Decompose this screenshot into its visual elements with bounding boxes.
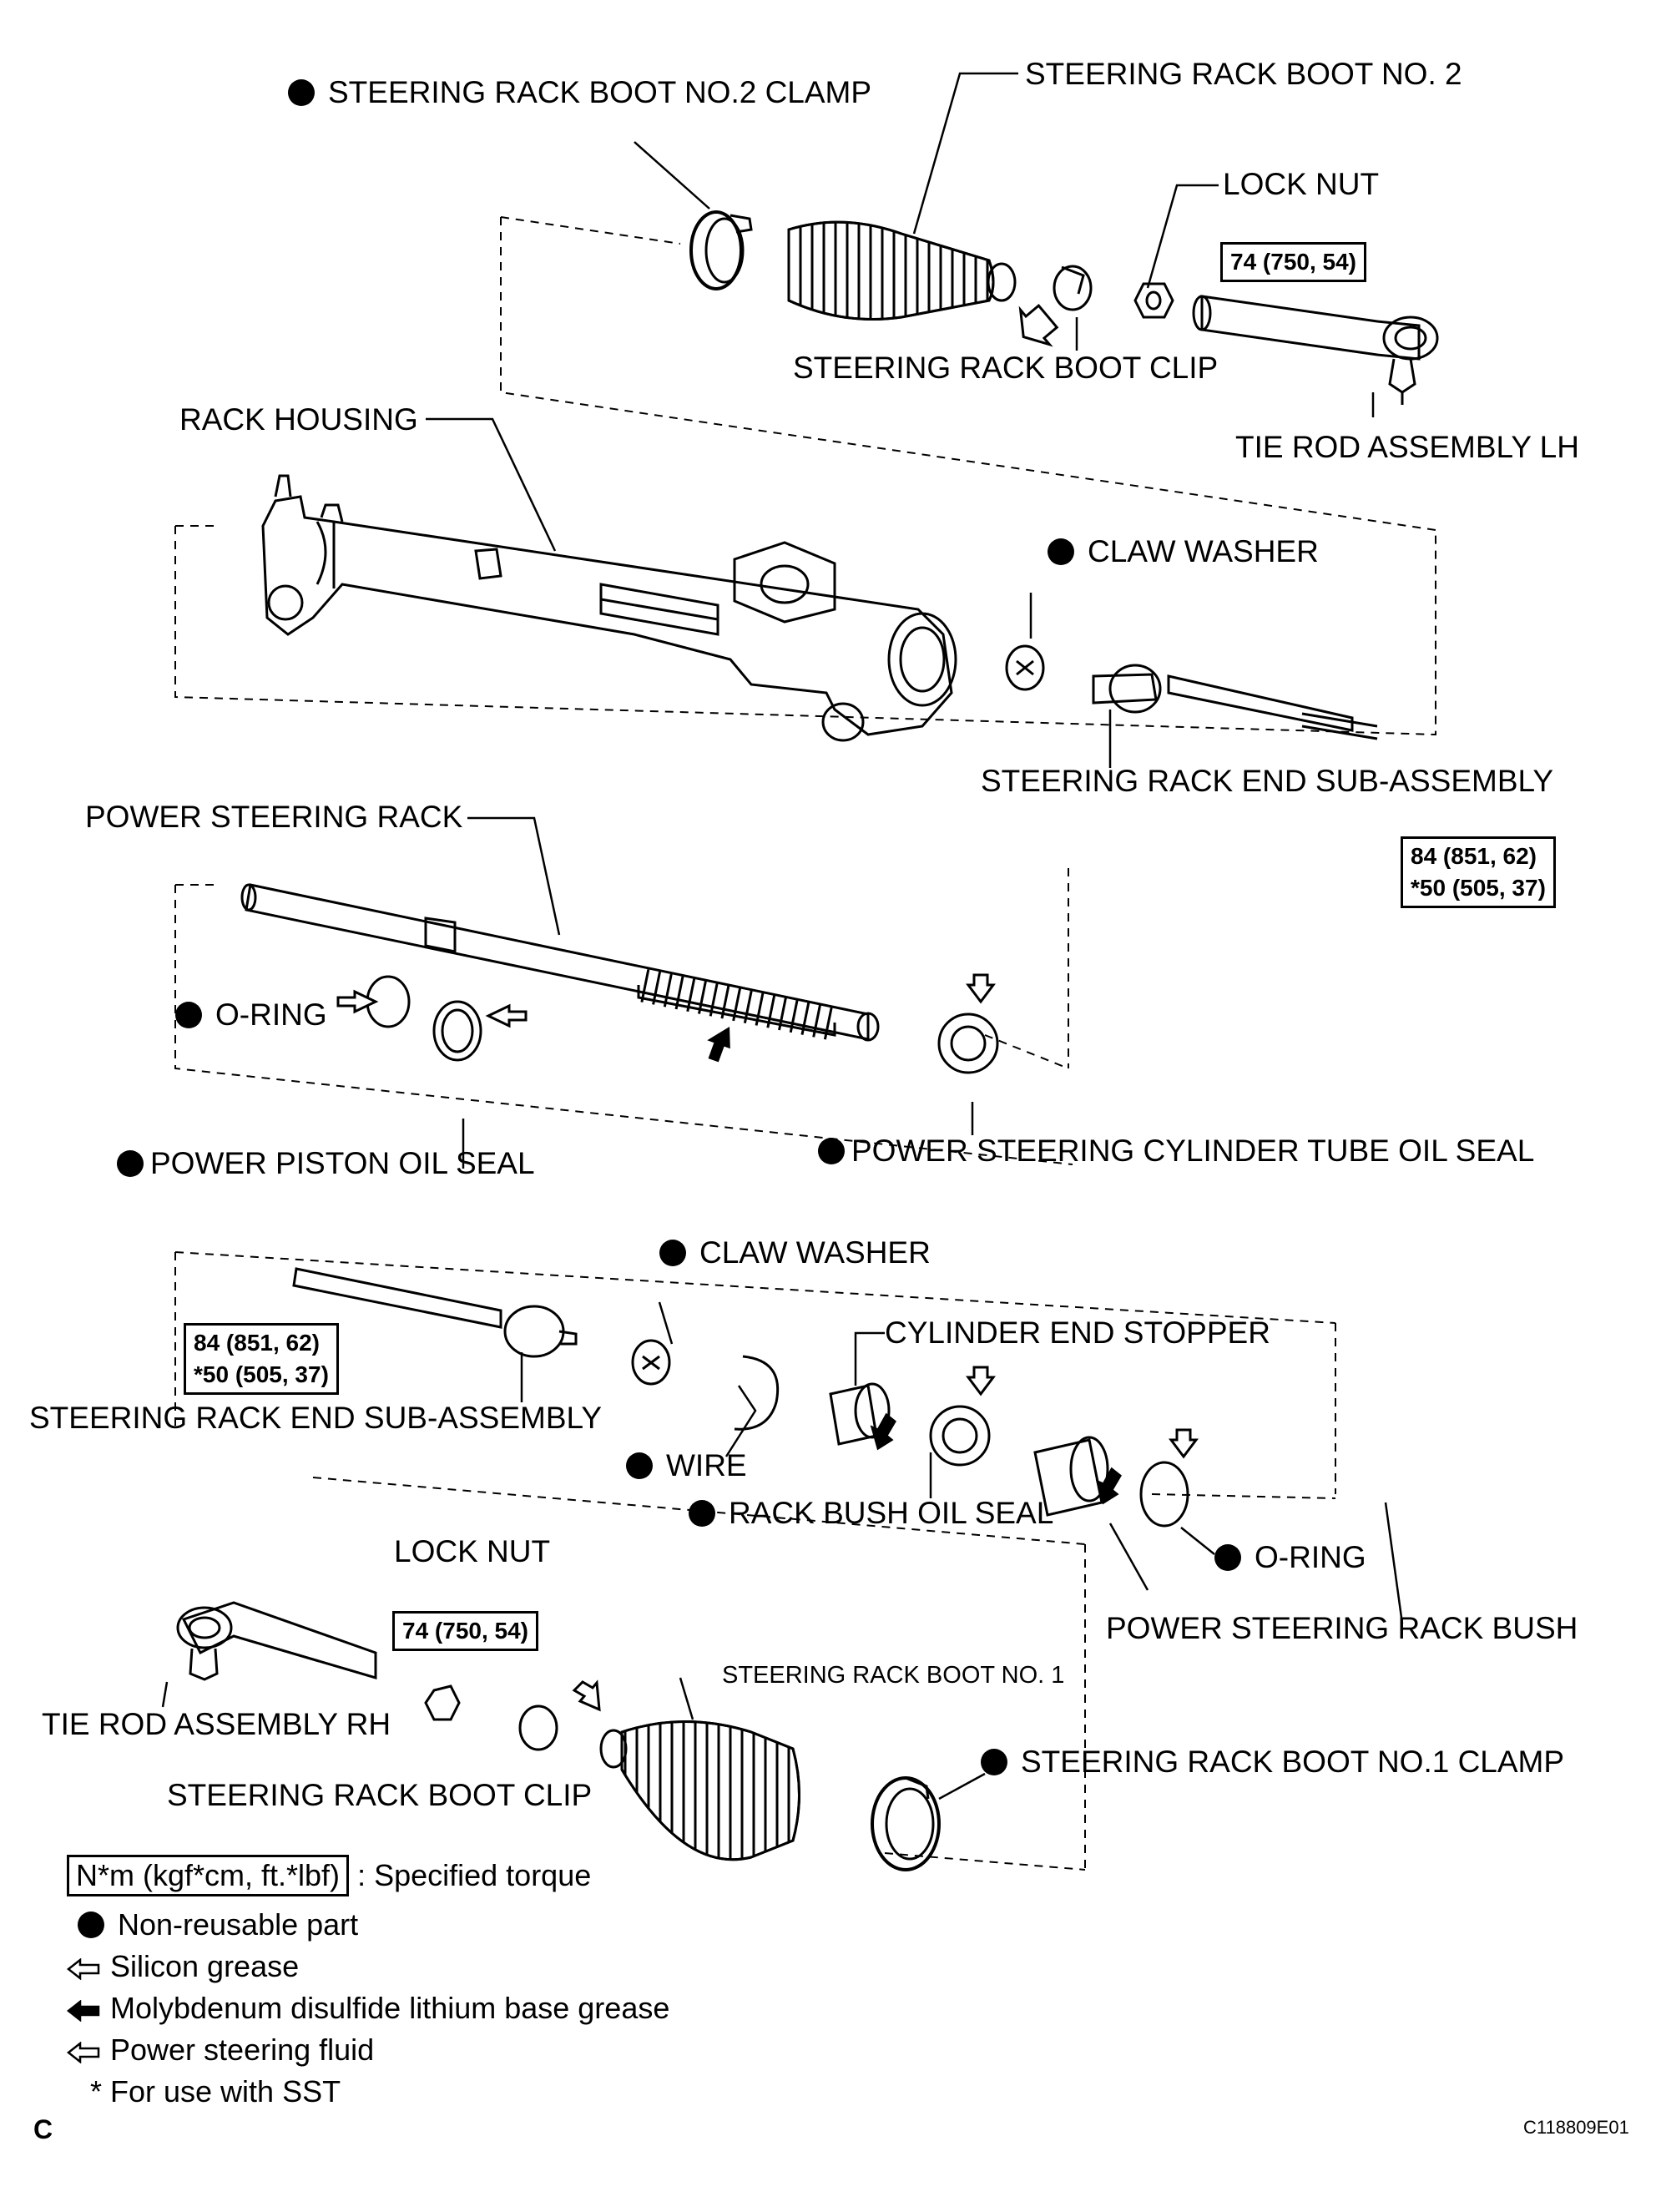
corner-mark: C [33, 2114, 53, 2144]
legend-silicon: Silicon grease [67, 1949, 299, 1984]
non-reusable-dot-icon [981, 1749, 1007, 1775]
label-rack-end-top: STEERING RACK END SUB-ASSEMBLY [981, 764, 1554, 798]
power-steering-fluid-arrow-icon [1169, 1428, 1199, 1459]
torque-tie-rod-rh: 74 (750, 54) [392, 1611, 538, 1651]
silicon-grease-arrow-icon [336, 989, 379, 1014]
silicon-grease-arrow-icon [485, 1003, 528, 1028]
silicon-grease-arrow-icon [1018, 304, 1059, 347]
label-claw-washer-top: CLAW WASHER [1048, 534, 1319, 569]
label-power-rack: POWER STEERING RACK [85, 800, 463, 834]
legend-moly: Molybdenum disulfide lithium base grease [67, 1991, 669, 2026]
legend-sst: * For use with SST [90, 2074, 341, 2108]
label-boot-clip-bottom: STEERING RACK BOOT CLIP [167, 1778, 593, 1812]
label-cyl-end-stopper: CYLINDER END STOPPER [885, 1316, 1270, 1350]
moly-grease-arrow-icon [707, 1026, 730, 1063]
label-wire: WIRE [626, 1448, 747, 1483]
label-boot1-clamp: STEERING RACK BOOT NO.1 CLAMP [981, 1745, 1564, 1780]
non-reusable-dot-icon [78, 1912, 104, 1938]
label-boot-clip-top: STEERING RACK BOOT CLIP [793, 351, 1219, 385]
label-boot1: STEERING RACK BOOT NO. 1 [722, 1662, 1065, 1689]
figure-code: C118809E01 [1523, 2117, 1629, 2138]
label-tie-rod-lh: TIE ROD ASSEMBLY LH [1235, 430, 1579, 464]
non-reusable-dot-icon [1048, 538, 1074, 565]
label-rack-bush-seal: RACK BUSH OIL SEAL [689, 1496, 1053, 1531]
silicon-grease-arrow-icon [67, 1958, 100, 1980]
moly-grease-arrow-icon [1095, 1467, 1122, 1505]
label-o-ring-left: O-RING [175, 997, 327, 1033]
label-rack-end-mid: STEERING RACK END SUB-ASSEMBLY [29, 1401, 603, 1435]
power-steering-fluid-arrow-icon [67, 2042, 100, 2063]
non-reusable-dot-icon [175, 1002, 202, 1028]
label-piston-seal: POWER PISTON OIL SEAL [117, 1146, 535, 1181]
non-reusable-dot-icon [659, 1240, 686, 1266]
torque-tie-rod-lh: 74 (750, 54) [1220, 242, 1366, 282]
label-cyl-tube-seal: POWER STEERING CYLINDER TUBE OIL SEAL [818, 1134, 1534, 1169]
label-claw-washer-mid: CLAW WASHER [659, 1235, 931, 1270]
legend-non-reusable: Non-reusable part [78, 1907, 358, 1942]
label-lock-nut-bottom: LOCK NUT [394, 1534, 551, 1568]
label-boot2-clamp: STEERING RACK BOOT NO.2 CLAMP [288, 75, 871, 110]
label-lock-nut-top: LOCK NUT [1223, 167, 1380, 201]
label-o-ring-right: O-RING [1214, 1540, 1366, 1575]
non-reusable-dot-icon [818, 1138, 845, 1164]
power-steering-fluid-arrow-icon [966, 973, 996, 1004]
legend-ps-fluid: Power steering fluid [67, 2033, 374, 2068]
non-reusable-dot-icon [689, 1500, 715, 1527]
legend-unit-box: N*m (kgf*cm, ft.*lbf) [67, 1855, 350, 1896]
label-tie-rod-rh: TIE ROD ASSEMBLY RH [42, 1707, 391, 1741]
label-rack-bush: POWER STEERING RACK BUSH [1106, 1611, 1578, 1645]
non-reusable-dot-icon [288, 79, 315, 106]
label-boot2: STEERING RACK BOOT NO. 2 [1025, 57, 1462, 91]
non-reusable-dot-icon [117, 1150, 144, 1177]
torque-rack-end-top: 84 (851, 62)*50 (505, 37) [1401, 836, 1556, 908]
legend-torque: N*m (kgf*cm, ft.*lbf) : Specified torque [67, 1855, 591, 1896]
label-rack-housing: RACK HOUSING [179, 402, 418, 437]
power-steering-fluid-arrow-icon [966, 1366, 996, 1396]
power-steering-fluid-arrow-icon [572, 1679, 601, 1712]
moly-grease-arrow-icon [870, 1412, 896, 1451]
non-reusable-dot-icon [1214, 1544, 1241, 1571]
moly-grease-arrow-icon [67, 2000, 100, 2022]
torque-rack-end-mid: 84 (851, 62)*50 (505, 37) [184, 1323, 339, 1395]
non-reusable-dot-icon [626, 1452, 653, 1479]
